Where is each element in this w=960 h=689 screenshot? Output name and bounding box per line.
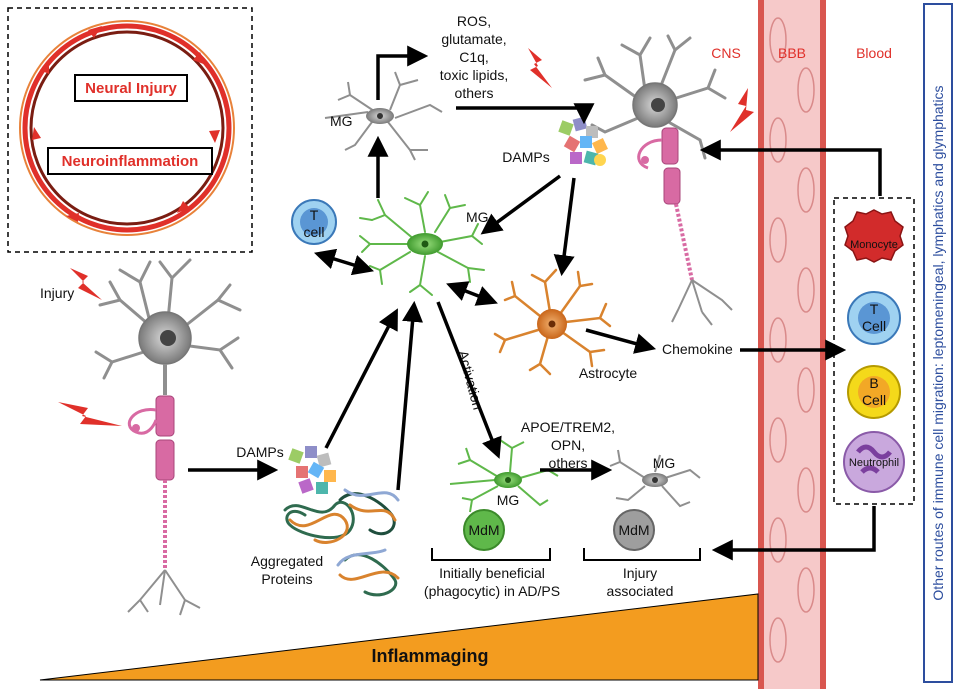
arrow-blood-to-mdm — [711, 506, 876, 561]
center-mg-label: MG — [466, 209, 489, 225]
apoe-line: others — [549, 455, 588, 471]
bbb-label: BBB — [778, 45, 806, 61]
top-mg-label: MG — [330, 113, 353, 129]
blood-label: Blood — [856, 45, 892, 61]
inflammaging-triangle — [39, 593, 759, 681]
injury-label: Injury — [40, 285, 74, 301]
mdm-left-cell: MdM — [463, 509, 505, 551]
t-cell-blood-word: Cell — [862, 318, 886, 334]
toxic-line: toxic lipids, — [440, 67, 508, 83]
injury-assoc-line-2: associated — [607, 583, 674, 599]
arrow-astrocyte-to-chemokine — [585, 328, 657, 354]
injury-assoc-line-1: Injury — [623, 565, 657, 581]
apoe-text: APOE/TREM2, OPN, others — [521, 419, 615, 471]
t-cell-word: cell — [303, 224, 324, 240]
b-cell-letter: B — [869, 375, 878, 391]
neutrophil-label: Neutrophil — [849, 457, 899, 469]
lightning-icon — [70, 268, 102, 300]
astrocyte-cell — [493, 268, 612, 376]
bottom-gray-mg — [609, 449, 701, 508]
beneficial-line-1: Initially beneficial — [439, 565, 545, 581]
cycle-arrowheads — [32, 26, 220, 222]
mdm-right-cell: MdM — [613, 509, 655, 551]
blood-cells-box — [833, 197, 915, 505]
t-cell-blood-letter: T — [870, 301, 879, 317]
aggregated-label-1: Aggregated — [251, 553, 323, 569]
left-damps-label: DAMPs — [236, 444, 283, 460]
cns-label: CNS — [711, 45, 741, 61]
arrow-damps-to-center-mg — [480, 174, 562, 235]
t-cell-blood: T Cell — [847, 291, 901, 345]
monocyte-label: Monocyte — [850, 239, 898, 251]
neutrophil-cell: Neutrophil — [843, 431, 905, 493]
arrow-mg-astrocyte — [446, 281, 498, 306]
neural-injury-box — [74, 74, 188, 102]
apoe-line: OPN, — [551, 437, 585, 453]
mdm-left-label: MdM — [468, 522, 499, 538]
toxic-line: others — [455, 85, 494, 101]
side-text-box — [923, 3, 953, 683]
neural-injury-label: Neural Injury — [85, 80, 177, 97]
aggregated-proteins — [283, 488, 400, 597]
top-neuron — [583, 34, 733, 326]
chemokine-label: Chemokine — [662, 341, 733, 357]
inflammaging-label: Inflammaging — [371, 646, 488, 666]
injury-assoc-bracket — [583, 548, 701, 561]
side-migration-text: Other routes of immune cell migration: l… — [930, 85, 946, 600]
bottom-left-mg-label: MG — [497, 492, 520, 508]
left-damps-cluster — [288, 446, 336, 494]
aggregated-label-2: Proteins — [261, 571, 312, 587]
bbb-vessel — [758, 0, 826, 689]
bottom-green-mg — [449, 439, 559, 513]
astrocyte-label: Astrocyte — [579, 365, 638, 381]
beneficial-line-2: (phagocytic) in AD/PS — [424, 583, 560, 599]
lightning-icon — [730, 88, 754, 132]
mdm-right-label: MdM — [618, 522, 649, 538]
apoe-line: APOE/TREM2, — [521, 419, 615, 435]
arrow-proteins-to-mg — [396, 300, 424, 491]
arrow-activation — [436, 301, 502, 459]
b-cell-blood: B Cell — [847, 365, 901, 419]
center-mg-cell — [359, 191, 485, 296]
neuroinflammation-label: Neuroinflammation — [62, 153, 199, 170]
arrow-blood-to-cns — [699, 139, 882, 196]
toxic-line: glutamate, — [441, 31, 506, 47]
small-t-cell: T cell — [291, 199, 337, 245]
toxic-line: ROS, — [457, 13, 491, 29]
arrow-toxics-to-damps — [456, 103, 595, 125]
arrow-damps-to-mg — [324, 308, 398, 449]
neuroinflammation-box — [47, 147, 213, 175]
arrow-damps-to-astrocyte — [553, 177, 576, 277]
b-cell-word: Cell — [862, 392, 886, 408]
toxic-line: C1q, — [459, 49, 489, 65]
bottom-right-mg-label: MG — [653, 455, 676, 471]
cycle-box: Neural Injury Neuroinflammation — [7, 7, 253, 253]
monocyte-cell: Monocyte — [844, 209, 904, 263]
arrow-tcell-mg — [313, 248, 375, 276]
top-damps-label: DAMPs — [502, 149, 549, 165]
toxics-text: ROS, glutamate, C1q, toxic lipids, other… — [440, 13, 508, 101]
lightning-icon — [58, 402, 122, 426]
arrow-topmg-to-toxics — [376, 45, 429, 100]
left-neuron — [94, 258, 242, 616]
lightning-icon — [528, 48, 552, 88]
top-damps-cluster — [558, 116, 608, 166]
top-mg-cell — [324, 71, 443, 161]
t-cell-letter: T — [310, 207, 319, 223]
beneficial-bracket — [431, 548, 551, 561]
